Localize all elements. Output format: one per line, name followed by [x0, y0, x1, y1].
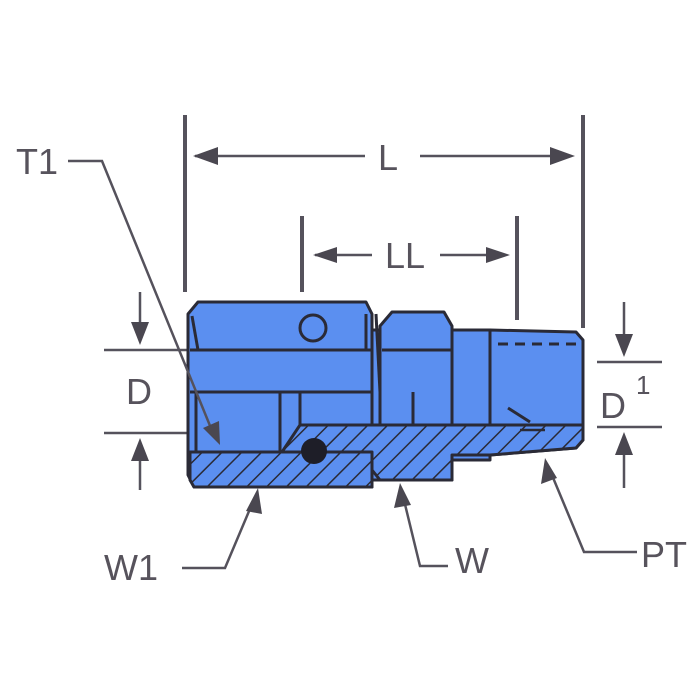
label-LL: LL	[385, 235, 426, 276]
label-D1-base: D	[600, 385, 626, 426]
fitting-body	[186, 300, 585, 489]
label-D1-superscript: 1	[636, 370, 651, 400]
dimension-L	[193, 147, 575, 165]
label-W: W	[455, 540, 489, 581]
dimension-lines	[183, 115, 585, 328]
label-D: D	[126, 371, 152, 412]
label-T1: T1	[16, 141, 59, 182]
label-W1: W1	[104, 547, 158, 588]
label-L: L	[378, 137, 399, 178]
dimension-D1	[597, 302, 662, 488]
dimension-LL	[313, 247, 510, 263]
dimension-D	[104, 292, 190, 490]
label-PT: PT	[641, 534, 688, 575]
label-D1: D 1	[600, 372, 650, 426]
leader-lines	[68, 159, 637, 570]
